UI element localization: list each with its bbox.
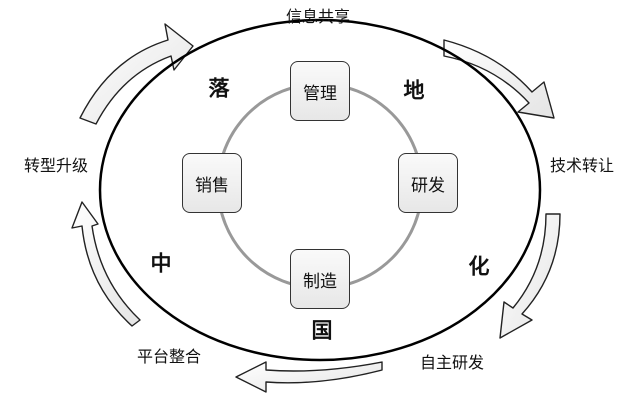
core-box-rd: 研发 — [398, 153, 458, 213]
label-transformation: 转型升级 — [23, 156, 89, 175]
arrow-top-right — [443, 39, 555, 119]
arrow-bottom — [235, 361, 383, 393]
label-tech-transfer: 技术转让 — [549, 156, 615, 175]
arrow-right — [499, 213, 561, 339]
arrow-top-left — [79, 23, 194, 125]
char-di: 地 — [403, 78, 425, 103]
arrow-bottom-left — [71, 201, 141, 327]
core-box-manufacturing: 制造 — [290, 249, 350, 309]
char-guo: 国 — [311, 318, 333, 343]
label-self-rd: 自主研发 — [419, 353, 485, 372]
char-zhong: 中 — [150, 251, 172, 276]
label-platform-integration: 平台整合 — [136, 347, 202, 366]
core-box-sales: 销售 — [182, 153, 242, 213]
outer-ellipse — [98, 18, 542, 362]
label-info-sharing: 信息共享 — [285, 7, 351, 26]
char-hua: 化 — [468, 254, 490, 279]
char-luo: 落 — [208, 76, 230, 101]
core-box-management: 管理 — [290, 61, 350, 121]
